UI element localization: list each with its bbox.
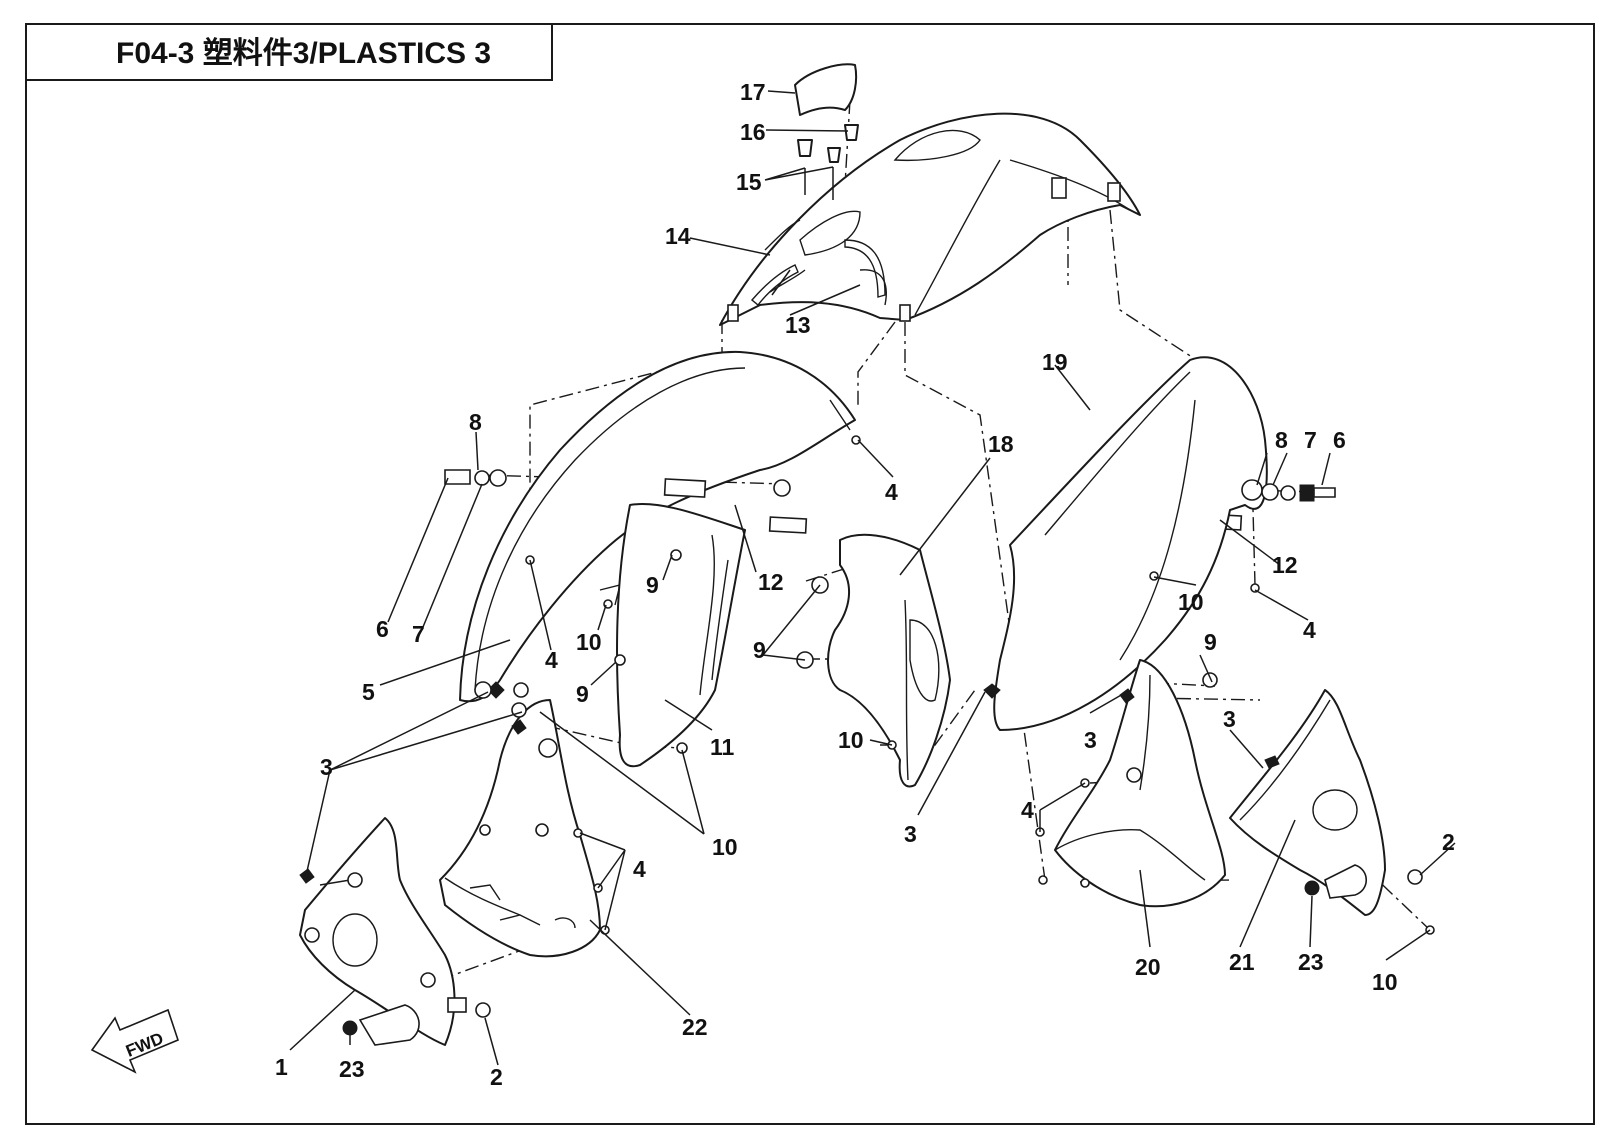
- callout-1: 1: [275, 1054, 288, 1080]
- callout-8-right: 8: [1275, 427, 1288, 453]
- callout-12-right: 12: [1272, 552, 1298, 578]
- callout-22: 22: [682, 1014, 708, 1040]
- left-fasteners-6-7-8: [444, 469, 507, 487]
- diagram-title: F04-3 塑料件3/PLASTICS 3: [116, 37, 491, 70]
- callout-3-left: 3: [320, 754, 333, 780]
- callout-23-left: 23: [339, 1056, 365, 1082]
- callout-8-left: 8: [469, 409, 482, 435]
- parts-15-16-17: [794, 63, 859, 163]
- callout-16: 16: [740, 119, 766, 145]
- callout-11: 11: [710, 734, 735, 760]
- part-11-left-inner-panel: [614, 503, 746, 768]
- callout-4-left-lower: 4: [633, 856, 646, 882]
- callout-4-left: 4: [545, 647, 558, 673]
- callout-6-right: 6: [1333, 427, 1346, 453]
- part-22-left-lower-front: [439, 681, 610, 958]
- callout-labels: 17 16 15 14 13 19 18 8 8 7 6 6 7 12 12 4…: [275, 79, 1455, 1090]
- callout-4-upper-center: 4: [885, 479, 898, 505]
- callout-19: 19: [1042, 349, 1068, 375]
- callout-23-right: 23: [1298, 949, 1324, 975]
- callout-17: 17: [740, 79, 766, 105]
- callout-4-right-lower: 4: [1021, 797, 1034, 823]
- callout-5: 5: [362, 679, 375, 705]
- callout-12-center: 12: [758, 569, 784, 595]
- callout-10-center: 10: [838, 727, 864, 753]
- callout-13: 13: [785, 312, 811, 338]
- part-5-left-fender: [459, 350, 856, 703]
- callout-14: 14: [665, 223, 691, 249]
- callout-9-right: 9: [1204, 629, 1217, 655]
- part-18-center-panel: [796, 533, 951, 788]
- callout-10-right-upper: 10: [1178, 589, 1204, 615]
- part-19-right-fender: [993, 356, 1336, 731]
- callout-10-left-upper: 10: [576, 629, 602, 655]
- callout-9-left-upper: 9: [646, 572, 659, 598]
- callout-2-left: 2: [490, 1064, 503, 1090]
- callout-21: 21: [1229, 949, 1255, 975]
- callout-2-right: 2: [1442, 829, 1455, 855]
- callout-9-center: 9: [753, 637, 766, 663]
- callout-3-right: 3: [1223, 706, 1236, 732]
- callout-4-right: 4: [1303, 617, 1316, 643]
- part-1-left-lower-cover: [299, 817, 491, 1046]
- leader-lines: [289, 90, 1456, 1066]
- callout-10-right-lower: 10: [1372, 969, 1398, 995]
- callout-7-left: 7: [412, 621, 425, 647]
- callout-18: 18: [988, 431, 1014, 457]
- title-box: [25, 23, 553, 81]
- callout-20: 20: [1135, 954, 1161, 980]
- callout-7-right: 7: [1304, 427, 1317, 453]
- part-21-right-lower-cover: [1229, 689, 1435, 935]
- part-20-right-lower-front: [1035, 659, 1226, 908]
- callout-3-center: 3: [904, 821, 917, 847]
- callout-9-left-lower: 9: [576, 681, 589, 707]
- fwd-direction-arrow: FWD: [90, 1008, 179, 1074]
- callout-15: 15: [736, 169, 762, 195]
- drawing-frame: [25, 23, 1595, 1125]
- part-13-trim-strips: [751, 239, 886, 307]
- part-14-front-fender: [719, 112, 1141, 326]
- callout-3-right-center: 3: [1084, 727, 1097, 753]
- callout-10-left-lower: 10: [712, 834, 738, 860]
- callout-6-left: 6: [376, 616, 389, 642]
